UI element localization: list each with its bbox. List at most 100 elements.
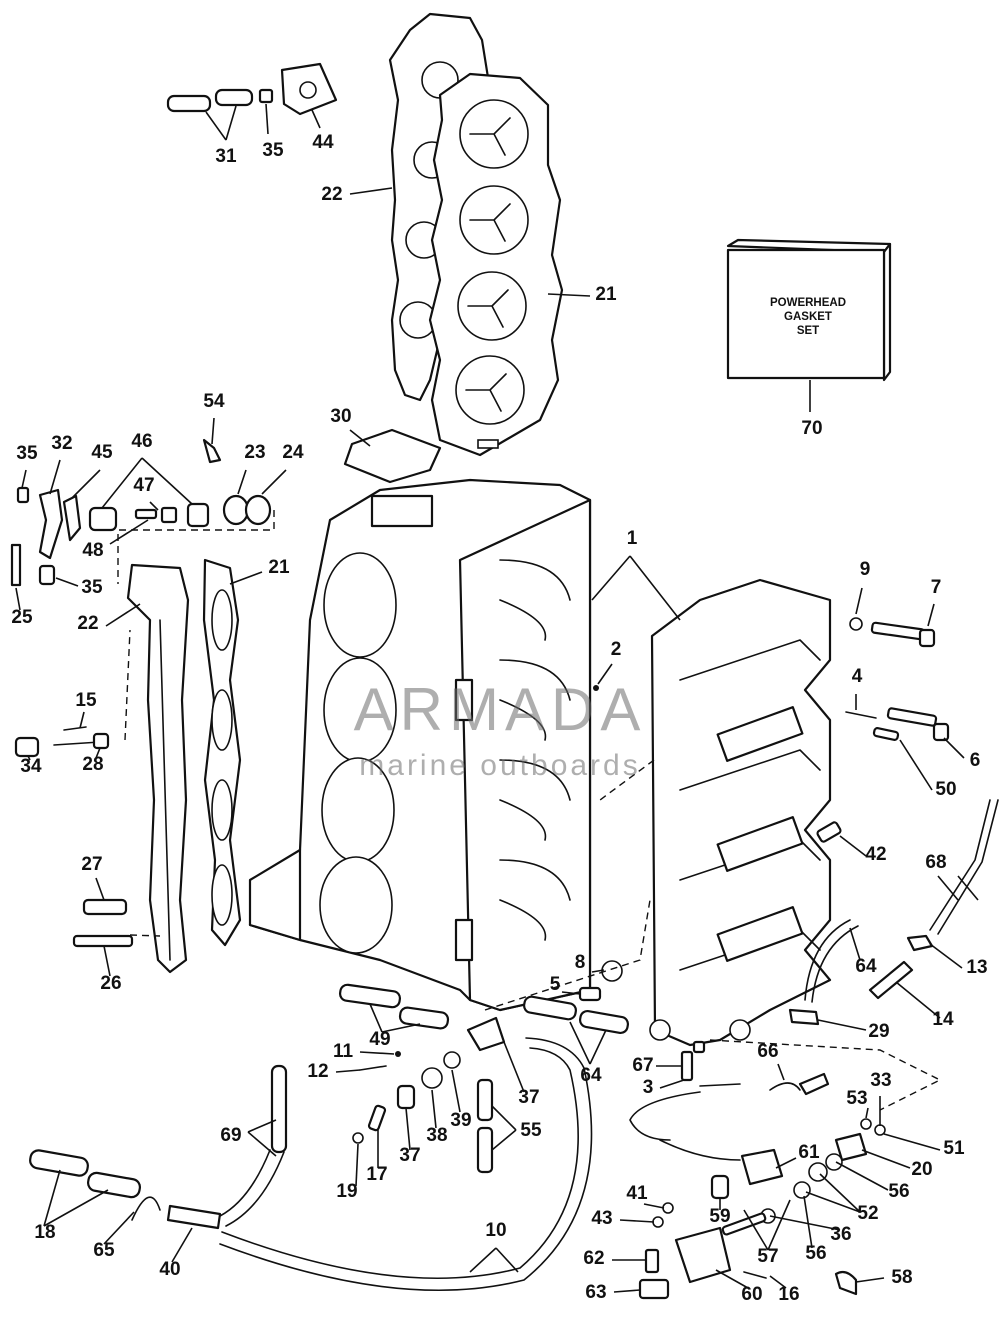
powerhead-gasket-set-box: POWERHEAD GASKET SET	[726, 238, 892, 382]
callout-c35b: 35	[16, 443, 38, 464]
callout-c43: 43	[591, 1208, 612, 1229]
dashed-leaders	[117, 510, 942, 1111]
callout-c21b: 21	[268, 557, 290, 578]
callout-c64b: 64	[580, 1065, 602, 1086]
callout-c50: 50	[935, 779, 956, 800]
callout-c46: 46	[131, 431, 152, 452]
callout-c21a: 21	[595, 284, 617, 305]
callout-c51: 51	[943, 1138, 965, 1159]
callout-c37a: 37	[518, 1087, 539, 1108]
callout-c58: 58	[891, 1267, 912, 1288]
callout-c63: 63	[585, 1282, 606, 1303]
callout-c70: 70	[801, 418, 822, 439]
callout-c25: 25	[11, 607, 33, 628]
callout-c55: 55	[520, 1120, 542, 1141]
callout-c10: 10	[485, 1220, 506, 1241]
callout-c19: 19	[336, 1181, 357, 1202]
leader-lines	[15, 103, 979, 1293]
callout-c22a: 22	[321, 184, 342, 205]
thermostat-assembly	[10, 438, 272, 587]
cover-plate-44	[280, 62, 338, 116]
callout-c4: 4	[852, 666, 863, 687]
callout-c1: 1	[627, 528, 638, 549]
callout-c31: 31	[215, 146, 237, 167]
cylinder-head-gasket	[428, 72, 564, 457]
callout-c37b: 37	[399, 1145, 420, 1166]
callout-c13: 13	[966, 957, 987, 978]
callout-c45: 45	[91, 442, 113, 463]
callout-c39: 39	[450, 1110, 471, 1131]
callout-c7: 7	[931, 577, 942, 598]
callout-c29: 29	[868, 1021, 889, 1042]
callout-c57: 57	[757, 1246, 778, 1267]
callout-c2: 2	[611, 639, 622, 660]
exhaust-gasket-21	[202, 558, 242, 947]
callout-c47: 47	[133, 475, 154, 496]
crankcase	[649, 578, 832, 1047]
callout-c34: 34	[20, 756, 42, 777]
callout-c54: 54	[203, 391, 225, 412]
callout-c11: 11	[333, 1041, 354, 1062]
callout-c69: 69	[220, 1125, 241, 1146]
callout-c68: 68	[925, 852, 946, 873]
callout-c12: 12	[307, 1061, 328, 1082]
callout-c35c: 35	[81, 577, 103, 598]
callout-c60: 60	[741, 1284, 762, 1305]
callout-c48: 48	[82, 540, 103, 561]
callout-c35a: 35	[262, 140, 284, 161]
left-small-parts	[14, 726, 134, 948]
callout-c62: 62	[583, 1248, 604, 1269]
callout-c66: 66	[757, 1041, 778, 1062]
callout-c20: 20	[911, 1159, 932, 1180]
callout-c23: 23	[244, 442, 265, 463]
watermark-brand: ARMADA	[354, 676, 647, 743]
exhaust-cover-22	[126, 563, 190, 974]
lower-center-parts	[338, 960, 706, 1174]
callout-c14: 14	[932, 1009, 954, 1030]
callout-c17: 17	[366, 1164, 387, 1185]
callout-c56b: 56	[805, 1243, 826, 1264]
callout-c22b: 22	[77, 613, 98, 634]
callout-c16: 16	[778, 1284, 799, 1305]
callout-c9: 9	[860, 559, 871, 580]
callout-c30: 30	[330, 406, 351, 427]
gasket-30	[343, 428, 442, 484]
callout-c15: 15	[75, 690, 97, 711]
callout-c24: 24	[282, 442, 304, 463]
fitting-35-top	[258, 88, 274, 104]
box-label-line-3: SET	[797, 325, 819, 337]
callout-c44: 44	[312, 132, 334, 153]
callout-c27: 27	[81, 854, 102, 875]
callout-c5: 5	[550, 974, 561, 995]
callout-c8: 8	[575, 952, 586, 973]
callout-c36: 36	[830, 1224, 851, 1245]
callout-c3: 3	[643, 1077, 654, 1098]
lower-right-electrical	[629, 1072, 886, 1300]
hoses-31	[166, 88, 254, 113]
callout-c53: 53	[846, 1088, 867, 1109]
callout-c41: 41	[626, 1183, 648, 1204]
lower-hoses	[29, 1037, 593, 1292]
right-hoses	[788, 799, 999, 1026]
callout-c61: 61	[798, 1142, 820, 1163]
callout-c49: 49	[369, 1029, 390, 1050]
box-label-line-2: GASKET	[784, 311, 832, 323]
callout-c28: 28	[82, 754, 103, 775]
callout-c52: 52	[857, 1203, 878, 1224]
callout-c64a: 64	[855, 956, 877, 977]
callout-c59: 59	[709, 1206, 730, 1227]
callout-c42: 42	[865, 844, 886, 865]
watermark-text: ARMADA marine outboards	[354, 676, 647, 782]
callout-c40: 40	[159, 1259, 180, 1280]
callout-c67: 67	[632, 1055, 653, 1076]
callout-c32: 32	[51, 433, 72, 454]
box-label-line-1: POWERHEAD	[770, 297, 846, 309]
cylinder-block	[248, 478, 592, 1012]
callout-c38: 38	[426, 1125, 447, 1146]
callout-c65: 65	[93, 1240, 115, 1261]
callout-c33: 33	[870, 1070, 891, 1091]
callout-c56a: 56	[888, 1181, 909, 1202]
callout-c6: 6	[970, 750, 981, 771]
